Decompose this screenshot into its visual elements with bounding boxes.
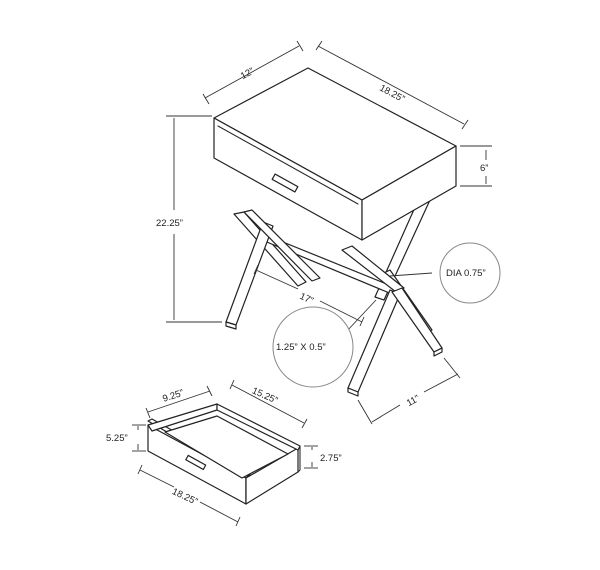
leg-section-callout (272, 306, 354, 388)
drawer-inner-width-label: 15.25” (250, 385, 279, 406)
top-width-label: 18.25” (377, 83, 406, 105)
drawer-front-height-label: 5.25” (106, 433, 128, 444)
drawer-inner-floor (164, 415, 289, 479)
leg-span-label: 17” (298, 291, 315, 307)
drawer-dimension-lines (132, 379, 318, 527)
table-case (213, 67, 457, 241)
leg-section-label: 1.25” X 0.5” (276, 342, 326, 353)
accent-table-illustration (213, 67, 457, 397)
case-side (361, 145, 457, 241)
drawer-illustration (147, 403, 301, 505)
drawer-depth-label: 9.25” (161, 388, 185, 405)
drawer-handle (271, 173, 299, 193)
drawer-front-width-label: 18.25” (170, 486, 199, 507)
leg-diameter-label: DIA 0.75” (446, 268, 486, 279)
top-depth-label: 12” (239, 66, 256, 82)
overall-height-label: 22.25” (156, 218, 183, 229)
front-legs (225, 209, 443, 397)
drawer-box-back (216, 403, 301, 451)
drawer-height-label: 6” (480, 163, 488, 174)
drawer-box-height-label: 2.75” (320, 453, 342, 464)
table-dimension-lines (166, 40, 492, 425)
leg-diameter-callout (439, 242, 501, 304)
base-depth-label: 11” (405, 393, 422, 409)
drawer-handle-small (185, 454, 207, 471)
